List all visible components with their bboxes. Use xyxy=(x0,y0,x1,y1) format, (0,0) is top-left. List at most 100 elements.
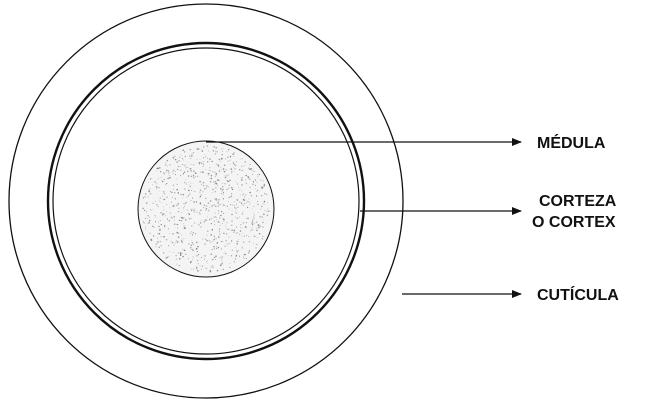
medulla-speckle xyxy=(252,219,253,220)
medulla-speckle xyxy=(221,259,222,260)
medulla-speckle xyxy=(173,170,174,171)
medulla-speckle xyxy=(248,252,249,253)
medulla-speckle xyxy=(182,256,184,258)
medulla-speckle xyxy=(184,227,185,228)
medulla-speckle xyxy=(156,183,157,184)
medulla-speckle xyxy=(210,270,211,271)
medulla-speckle xyxy=(216,164,217,165)
medulla-speckle xyxy=(193,170,194,171)
medulla-speckle xyxy=(195,209,196,210)
medulla-speckle xyxy=(253,181,254,182)
medulla-speckle xyxy=(216,238,217,239)
medulla-speckle xyxy=(202,151,203,152)
medulla-speckle xyxy=(183,223,184,224)
medulla-speckle xyxy=(211,254,212,255)
medulla-speckle xyxy=(237,206,238,207)
medulla-speckle xyxy=(220,215,222,217)
medulla-speckle xyxy=(251,229,252,230)
medulla-speckle xyxy=(262,188,263,189)
medulla-speckle xyxy=(168,228,169,229)
medulla-speckle xyxy=(247,201,248,202)
medulla-speckle xyxy=(214,184,215,185)
medulla-speckle xyxy=(257,201,258,202)
medulla-speckle xyxy=(245,258,246,259)
medulla-speckle xyxy=(176,255,177,256)
label-corteza: CORTEZA xyxy=(539,193,617,210)
medulla-speckle xyxy=(155,221,156,222)
medulla-speckle xyxy=(191,155,193,157)
medulla-speckle xyxy=(182,249,183,250)
medulla-speckle xyxy=(190,186,192,188)
medulla-speckle xyxy=(210,181,211,182)
medulla-speckle xyxy=(163,252,164,253)
medulla-speckle xyxy=(221,149,222,150)
medulla-speckle xyxy=(184,188,185,189)
medulla-speckle xyxy=(225,225,226,226)
medulla-speckle xyxy=(257,237,258,238)
medulla-speckle xyxy=(218,221,220,223)
medulla-speckle xyxy=(165,184,166,185)
medulla-speckle xyxy=(163,191,164,192)
medulla-speckle xyxy=(241,202,242,203)
medulla-speckle xyxy=(160,198,161,199)
medulla-speckle xyxy=(207,185,208,186)
medulla-speckle xyxy=(189,156,190,157)
medulla-speckle xyxy=(246,175,247,176)
medulla-speckle xyxy=(200,222,201,223)
medulla-speckle xyxy=(185,203,186,204)
medulla-speckle xyxy=(150,193,151,194)
medulla-speckle xyxy=(183,218,184,219)
medulla-speckle xyxy=(157,238,158,239)
medulla-speckle xyxy=(241,236,242,237)
medulla-speckle xyxy=(176,264,177,265)
medulla-speckle xyxy=(263,213,265,215)
medulla-speckle xyxy=(189,219,190,220)
medulla-speckle xyxy=(171,192,172,193)
medulla-speckle xyxy=(245,175,246,176)
medulla-speckle xyxy=(237,218,238,219)
medulla-speckle xyxy=(239,256,240,257)
medulla-speckle xyxy=(171,192,172,193)
medulla-speckle xyxy=(260,209,261,210)
medulla-speckle xyxy=(249,199,250,200)
medulla-speckle xyxy=(208,175,209,176)
medulla-speckle xyxy=(227,181,228,182)
medulla-speckle xyxy=(155,217,156,218)
medulla-speckle xyxy=(242,228,243,229)
medulla-speckle xyxy=(176,240,177,241)
medulla-speckle xyxy=(205,194,206,195)
medulla-speckle xyxy=(246,218,247,219)
medulla-speckle xyxy=(201,220,202,221)
medulla-speckle xyxy=(169,173,170,174)
medulla-speckle xyxy=(190,261,191,262)
medulla-speckle xyxy=(255,185,256,186)
medulla-speckle xyxy=(259,225,260,226)
medulla-speckle xyxy=(242,233,243,234)
medulla-speckle xyxy=(256,228,257,229)
medulla-speckle xyxy=(181,155,182,156)
medulla-speckle xyxy=(253,243,254,244)
medulla-speckle xyxy=(236,226,237,227)
medulla-speckle xyxy=(183,173,184,174)
medulla-speckle xyxy=(261,206,262,207)
medulla-speckle xyxy=(243,211,244,212)
medulla-speckle xyxy=(192,242,193,243)
medulla-speckle xyxy=(211,175,212,176)
medulla-speckle xyxy=(189,149,190,150)
medulla-speckle xyxy=(150,209,151,210)
medulla-speckle xyxy=(259,174,260,175)
medulla-speckle xyxy=(239,239,240,240)
medulla-speckle xyxy=(264,184,265,185)
medulla-speckle xyxy=(205,156,206,157)
medulla-speckle xyxy=(221,169,222,170)
medulla-speckle xyxy=(215,176,216,177)
medulla-speckle xyxy=(231,168,233,170)
medulla-speckle xyxy=(226,189,228,191)
medulla-speckle xyxy=(172,171,173,172)
medulla-speckle xyxy=(190,170,191,171)
medulla-speckle xyxy=(183,209,184,210)
medulla-speckle xyxy=(234,164,235,165)
medulla-speckle xyxy=(144,210,145,211)
medulla-speckle xyxy=(259,233,261,235)
medulla-speckle xyxy=(237,241,238,242)
